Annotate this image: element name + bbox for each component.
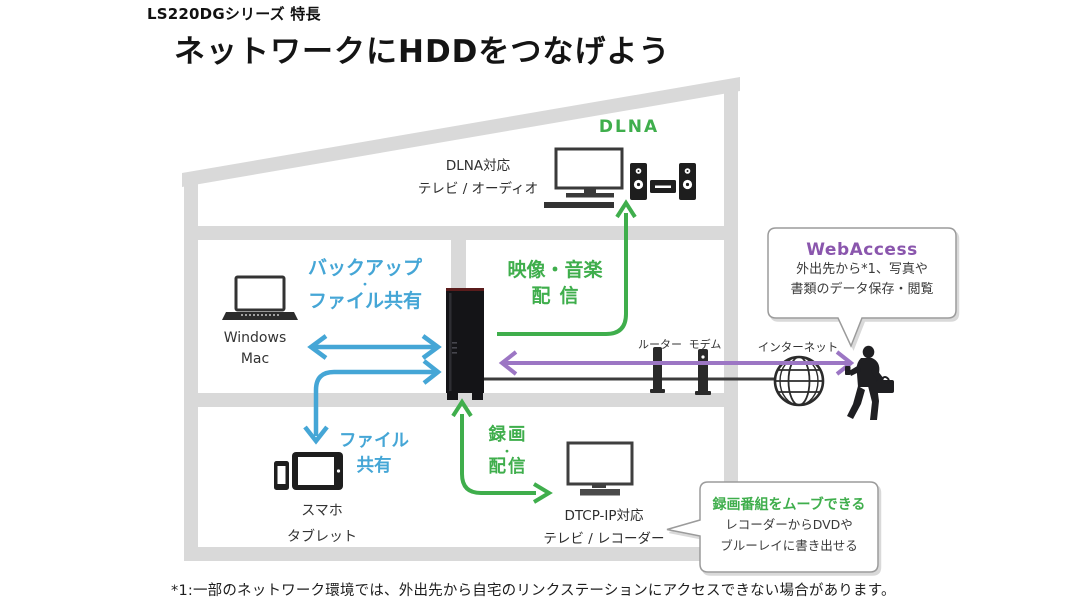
computer-line2: Mac bbox=[240, 351, 270, 367]
laptop-icon bbox=[222, 275, 298, 320]
house-roof bbox=[182, 77, 740, 187]
house-outline bbox=[182, 77, 740, 561]
internet-arrow bbox=[498, 350, 855, 376]
move-feature-bubble bbox=[666, 481, 879, 573]
walking-person-icon bbox=[845, 345, 894, 420]
move-feature-title: 録画番組をムーブできる bbox=[712, 497, 866, 513]
dtcp-caption-line1: DTCP-IP対応 bbox=[564, 508, 644, 524]
page-kicker: LS220DGシリーズ 特長 bbox=[147, 5, 321, 23]
nas-tower-icon bbox=[446, 288, 484, 400]
webaccess-title: WebAccess bbox=[806, 240, 918, 260]
mobile-label: スマホ タブレット bbox=[278, 498, 366, 550]
webaccess-bubble bbox=[767, 227, 957, 348]
move-feature-line1: レコーダーからDVDや bbox=[725, 517, 853, 532]
house-right-wall bbox=[724, 85, 738, 561]
media-delivery-line1: 映像・音楽 bbox=[507, 259, 603, 281]
media-delivery-line2: 配信 bbox=[531, 285, 588, 307]
file-share-label: ファイル 共有 bbox=[328, 429, 420, 479]
media-delivery-label: 映像・音楽 配信 bbox=[492, 257, 618, 309]
computer-label: Windows Mac bbox=[213, 328, 297, 370]
move-feature-bubble-text: 録画番組をムーブできる レコーダーからDVDや ブルーレイに書き出せる bbox=[700, 482, 878, 556]
webaccess-line2: 書類のデータ保存・閲覧 bbox=[790, 281, 934, 297]
dtcp-tv-icon bbox=[566, 441, 634, 496]
dlna-device-caption: DLNA対応 テレビ / オーディオ bbox=[408, 155, 548, 201]
webaccess-line1: 外出先から*1、写真や bbox=[796, 262, 928, 277]
backup-line2: ファイル共有 bbox=[307, 290, 422, 312]
modem-label: モデム bbox=[688, 338, 722, 351]
backup-arrow bbox=[307, 334, 442, 360]
dlna-tv-icon bbox=[544, 147, 624, 208]
recording-label: 録画 ・ 配信 bbox=[470, 424, 544, 479]
media-delivery-arrow bbox=[497, 199, 637, 336]
mobile-line1: スマホ bbox=[301, 503, 343, 519]
house-attic-floor bbox=[184, 226, 738, 240]
backup-separator: ・ bbox=[359, 278, 371, 291]
recording-separator: ・ bbox=[501, 445, 515, 458]
router-label: ルーター bbox=[638, 338, 682, 351]
recording-line1: 録画 bbox=[488, 425, 528, 445]
tablet-icon bbox=[292, 452, 343, 490]
webaccess-bubble-text: WebAccess 外出先から*1、写真や 書類のデータ保存・閲覧 bbox=[768, 228, 956, 299]
file-share-arrow bbox=[303, 359, 442, 445]
move-feature-line2: ブルーレイに書き出せる bbox=[720, 538, 858, 553]
backup-line1: バックアップ bbox=[307, 257, 422, 279]
file-share-line2: 共有 bbox=[356, 456, 392, 476]
dtcp-caption-line2: テレビ / レコーダー bbox=[543, 531, 665, 547]
speaker-system-icon bbox=[630, 163, 696, 200]
recording-line2: 配信 bbox=[488, 457, 528, 477]
page-title: ネットワークにHDDをつなげよう bbox=[174, 34, 671, 70]
recording-arrow bbox=[451, 398, 553, 504]
footnote: *1:一部のネットワーク環境では、外出先から自宅のリンクステーションにアクセスで… bbox=[171, 583, 896, 599]
dlna-caption-line2: テレビ / オーディオ bbox=[417, 181, 539, 197]
smartphone-icon bbox=[274, 461, 289, 490]
modem-icon bbox=[695, 349, 711, 395]
house-ground-floor bbox=[184, 547, 738, 561]
dlna-label: DLNA bbox=[598, 117, 660, 137]
file-share-line1: ファイル bbox=[339, 431, 409, 451]
backup-label: バックアップ ・ ファイル共有 bbox=[298, 256, 432, 313]
router-icon bbox=[650, 347, 665, 393]
internet-label: インターネット bbox=[757, 340, 839, 354]
dtcp-device-caption: DTCP-IP対応 テレビ / レコーダー bbox=[538, 505, 670, 551]
computer-line1: Windows bbox=[223, 330, 287, 346]
globe-icon bbox=[773, 355, 825, 407]
mobile-line2: タブレット bbox=[287, 529, 357, 545]
dlna-caption-line1: DLNA対応 bbox=[445, 158, 511, 174]
house-left-wall bbox=[184, 182, 198, 561]
